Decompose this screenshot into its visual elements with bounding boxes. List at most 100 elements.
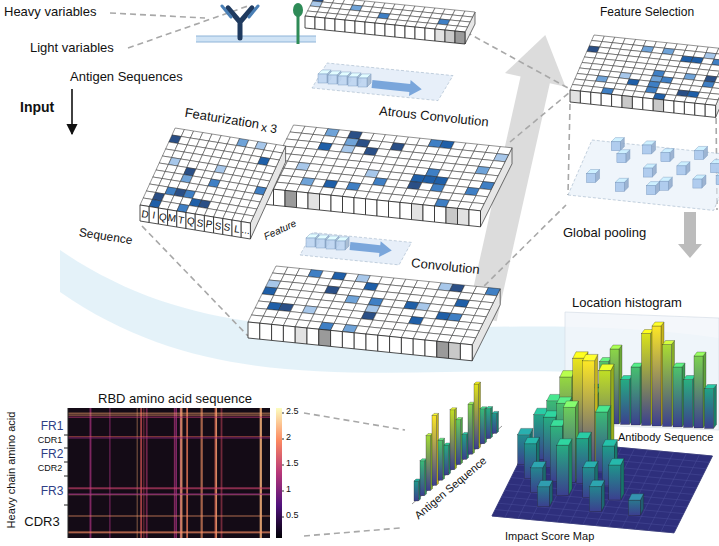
bar-top [600,358,612,362]
cube-top [336,237,349,241]
sequence-letter: L [233,223,240,235]
cell [485,288,500,296]
map-grid-line [495,510,677,527]
cell [295,327,307,344]
cube-top [661,149,674,153]
cell [389,201,401,218]
bar-front [694,356,703,428]
panel-title: RBD amino acid sequence [98,392,252,406]
bar-top [438,438,445,440]
cell [471,316,486,324]
bar-front [684,380,693,428]
cell [460,344,472,361]
cell [695,103,705,116]
antibody-shape [228,8,252,38]
cell [307,328,319,345]
sequence-letter: ... [241,224,251,236]
bar-top [468,402,475,404]
bar-top [694,352,706,356]
heatmap-column [186,408,188,538]
cube-front [642,145,651,154]
heatmap-row [68,416,270,418]
cell [425,28,435,41]
cube-top [338,72,351,76]
cell [445,30,455,43]
cell [204,216,213,234]
bar-front [631,367,640,425]
bar-front [663,345,672,427]
cell [435,29,445,42]
bar-side [497,411,499,433]
bar-top [602,440,617,446]
bar-top [432,413,439,415]
flow-arrow [371,76,422,97]
heatmap-column [143,408,144,538]
bar-top [444,443,451,445]
cell [455,31,465,44]
cell [632,97,642,110]
cube-front [615,182,624,191]
cell [297,192,309,209]
cell [412,204,424,221]
bar-top [420,459,427,461]
bar-front [480,409,485,444]
heatmap-row [68,488,270,490]
arrow-shape [678,212,702,258]
bar-top [480,407,487,409]
cell [319,329,331,346]
bar-front [589,487,601,512]
cell [401,338,413,355]
heatmap-column [174,408,175,538]
cell [591,92,601,105]
colorbar-tick-label: 1 [286,485,291,495]
region-label: CDR1 [38,436,63,446]
bar-top [537,480,552,486]
heatmap-column [214,408,216,538]
cell [315,17,325,30]
cube-front [326,240,335,249]
colorbar-tick-label: 0.5 [286,511,299,521]
bar-front [462,434,467,459]
bar-top [663,341,675,345]
cell [260,323,272,340]
cell [325,18,335,31]
cell [331,195,343,212]
bar-top [589,480,604,486]
heatmap-row [68,515,270,516]
bar-front [492,413,497,433]
cell [186,213,195,231]
bar-front [468,404,473,454]
cell [377,200,389,217]
cell [487,168,502,176]
cube-front [694,150,703,159]
bar-front [673,367,682,427]
cell [248,322,260,339]
bar-top [531,461,546,467]
heatmap-column [260,408,262,538]
cell [345,20,355,33]
bar-front [621,380,630,425]
bar-front [444,445,449,475]
cube-front [659,181,668,190]
cell [612,94,622,107]
heatmap-column [146,408,148,538]
cell [305,16,315,29]
heatmap-row [68,437,270,438]
bar-front [474,384,479,449]
bar-top [524,437,539,443]
bar-front [609,465,621,500]
bar-top [462,432,469,434]
heatmap-ground [68,408,270,538]
cube-front [336,241,345,250]
cube-top [348,73,361,77]
bar-front [705,389,714,429]
region-tick [64,448,68,449]
cube-top [646,182,659,186]
process-arrows [452,28,576,325]
sequence-letter: D [140,208,149,220]
cube-front [661,153,670,162]
step-label: x 3 [260,121,278,137]
region-label: CDR3 [24,515,59,529]
cell [354,198,366,215]
colorbar-tick [282,439,284,440]
